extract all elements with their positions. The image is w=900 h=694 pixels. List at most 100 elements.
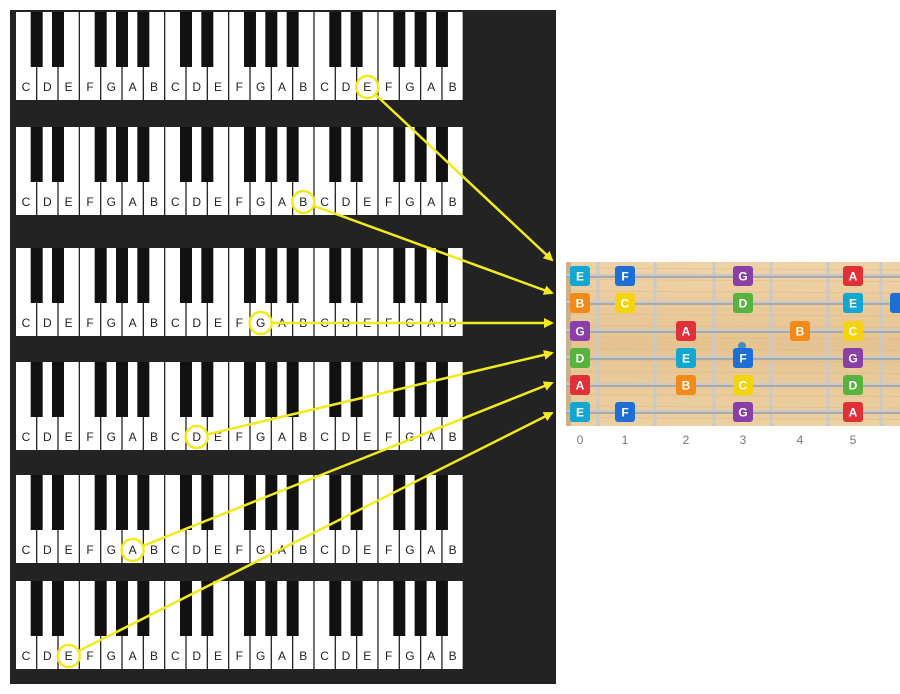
note-marker [570, 293, 590, 313]
key-label: C [171, 543, 180, 557]
black-key [52, 248, 65, 303]
key-label: G [256, 195, 265, 209]
black-key [265, 12, 278, 67]
key-label: B [299, 543, 307, 557]
black-key [329, 127, 342, 182]
note-marker [733, 375, 753, 395]
note-marker-label: A [682, 325, 691, 339]
key-label: E [214, 649, 222, 663]
nut [566, 262, 571, 426]
key-label: B [299, 195, 307, 209]
key-label: D [43, 649, 52, 663]
key-label: D [192, 195, 201, 209]
black-key [393, 248, 406, 303]
black-key [435, 12, 448, 67]
highlight-circle [184, 424, 209, 450]
fret-wire [712, 262, 716, 426]
highlight-circle [120, 537, 145, 563]
mapping-arrows [77, 93, 554, 653]
black-key [265, 127, 278, 182]
key-label: C [320, 543, 329, 557]
key-label: D [342, 543, 351, 557]
key-label: D [192, 80, 201, 94]
black-key [393, 127, 406, 182]
black-key [243, 127, 256, 182]
key-label: F [236, 543, 243, 557]
black-key [286, 362, 299, 417]
black-key [414, 475, 427, 530]
key-label: F [86, 430, 93, 444]
key-label: G [405, 543, 414, 557]
key-label: F [86, 543, 93, 557]
key-label: F [385, 195, 392, 209]
note-marker [615, 266, 635, 286]
black-key [52, 12, 65, 67]
key-label: A [129, 430, 137, 444]
key-label: G [405, 195, 414, 209]
black-key [137, 248, 150, 303]
note-marker-label: E [576, 406, 584, 420]
note-marker-label: A [849, 406, 858, 420]
note-marker [570, 375, 590, 395]
key-label: B [449, 195, 457, 209]
note-marker [843, 402, 863, 422]
black-key [435, 127, 448, 182]
note-marker-label: D [849, 379, 858, 393]
key-label: E [214, 80, 222, 94]
black-key [201, 475, 214, 530]
key-label: B [299, 80, 307, 94]
fret-number: 3 [740, 433, 747, 447]
black-key [94, 475, 107, 530]
key-label: A [427, 195, 435, 209]
key-label: B [150, 649, 158, 663]
key-label: A [427, 543, 435, 557]
key-label: F [86, 195, 93, 209]
fret-wire [769, 262, 773, 426]
fret-number: 4 [797, 433, 804, 447]
fretboard-wood [566, 262, 900, 426]
black-key [329, 248, 342, 303]
key-label: G [107, 649, 116, 663]
key-label: F [385, 80, 392, 94]
note-marker-label: E [576, 270, 584, 284]
key-label: G [256, 649, 265, 663]
black-key [30, 127, 43, 182]
black-key [414, 581, 427, 636]
black-key [52, 581, 65, 636]
black-key [94, 362, 107, 417]
wood-grain [565, 290, 900, 294]
black-key [265, 475, 278, 530]
key-label: D [342, 430, 351, 444]
key-label: A [129, 316, 137, 330]
note-marker [570, 348, 590, 368]
key-label: C [171, 430, 180, 444]
black-key [116, 581, 128, 636]
key-label: E [363, 649, 371, 663]
key-label: A [278, 649, 286, 663]
black-key [52, 475, 65, 530]
key-label: F [236, 649, 243, 663]
key-label: A [278, 430, 286, 444]
black-key [201, 362, 214, 417]
note-marker-label: A [849, 270, 858, 284]
key-label: G [107, 80, 116, 94]
fret-number: 0 [577, 433, 584, 447]
key-label: G [256, 430, 265, 444]
black-key [393, 12, 406, 67]
key-label: E [363, 80, 371, 94]
mapping-arrow [207, 349, 554, 436]
key-label: E [214, 316, 222, 330]
note-marker [843, 321, 863, 341]
black-key [286, 127, 299, 182]
key-label: G [405, 649, 414, 663]
key-label: B [299, 649, 307, 663]
black-key [435, 362, 448, 417]
note-marker [615, 293, 635, 313]
key-label: A [427, 430, 435, 444]
black-key [329, 475, 342, 530]
key-label: A [278, 80, 286, 94]
key-label: B [449, 543, 457, 557]
key-label: D [43, 80, 52, 94]
